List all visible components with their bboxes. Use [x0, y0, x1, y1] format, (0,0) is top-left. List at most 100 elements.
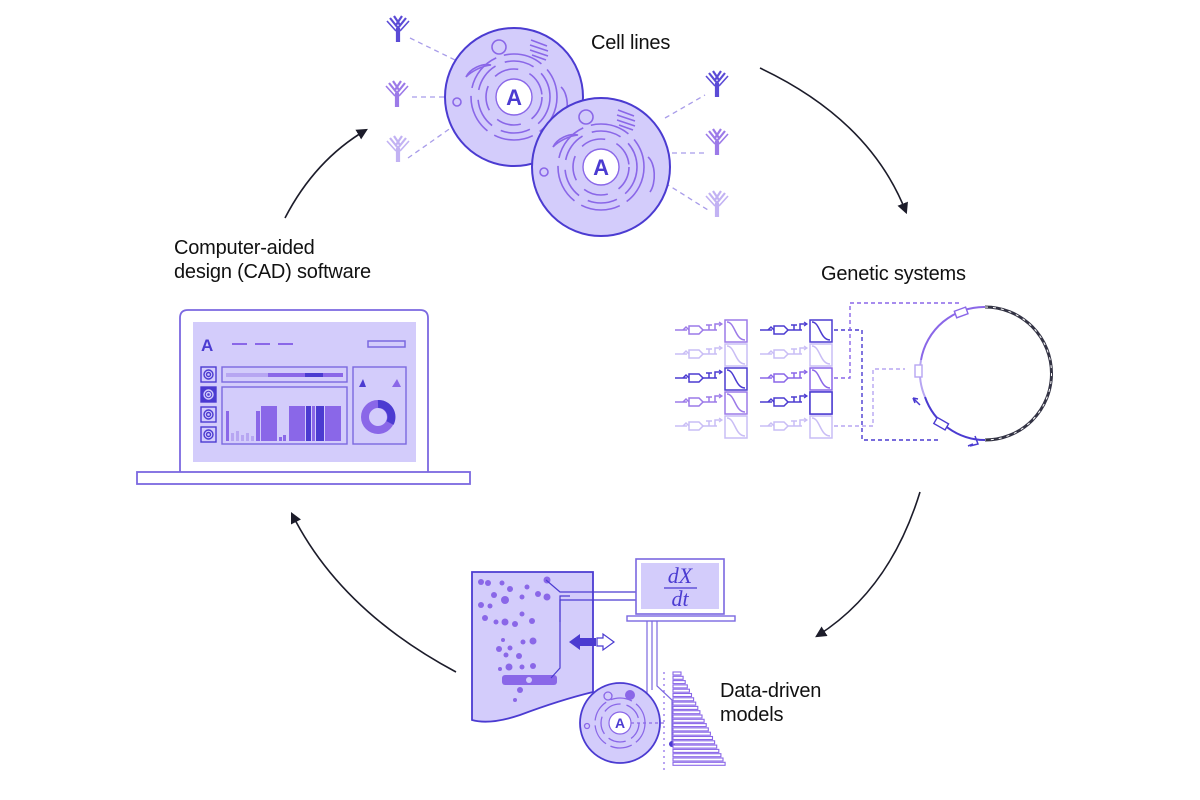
data-driven-models-label: Data-driven models — [720, 679, 821, 727]
chart-bar — [231, 433, 234, 441]
chart-bar — [251, 436, 254, 441]
cell-particle — [496, 646, 502, 652]
cell-particle — [478, 579, 484, 585]
cell-particle — [507, 586, 513, 592]
logo-icon: A — [593, 155, 609, 180]
data-row — [672, 735, 714, 741]
data-row — [672, 731, 711, 736]
chart-bar — [306, 406, 311, 441]
genetic-circuits — [674, 302, 960, 441]
data-row — [672, 701, 697, 706]
cell-lines-label: Cell lines — [591, 32, 671, 54]
data-row — [672, 727, 709, 732]
plasmid-icon — [912, 305, 1053, 447]
cell-icon: A — [531, 97, 671, 237]
cell-particle — [482, 615, 488, 621]
derivative-numerator: dX — [668, 563, 694, 588]
data-row — [672, 697, 695, 702]
chart-bar — [283, 435, 286, 441]
data-label-line1: Data-driven — [720, 680, 822, 702]
sidebar-icons — [200, 366, 217, 443]
cell-particle — [507, 645, 513, 651]
cell-particle — [519, 594, 525, 600]
cell-particle — [530, 663, 536, 669]
cell-particle — [499, 580, 505, 586]
laptop-icon: A — [136, 309, 471, 485]
cell-particle — [485, 580, 491, 586]
chart-bar — [289, 406, 305, 441]
data-rows — [672, 671, 726, 766]
logo-icon: A — [506, 85, 522, 110]
antibody-icon — [385, 14, 411, 44]
data-row — [672, 680, 686, 685]
chart-bar — [325, 406, 341, 441]
arrow-cell-to-genetic — [759, 67, 908, 215]
data-row — [672, 684, 688, 689]
antibody-icon — [704, 127, 730, 157]
derivative-denominator: dt — [671, 586, 689, 611]
arrow-genetic-to-data — [815, 491, 921, 638]
exchange-arrow-icon — [569, 634, 596, 650]
data-row — [672, 675, 684, 680]
chart-bar — [246, 433, 249, 441]
data-row — [672, 748, 720, 753]
logo-icon: A — [615, 715, 625, 731]
chart-bar — [279, 437, 282, 441]
chart-bar — [316, 406, 324, 441]
data-row — [672, 753, 722, 758]
antibody-icon — [384, 79, 410, 109]
cell-particle — [505, 663, 513, 671]
chart-bars — [226, 406, 341, 441]
cell-particle — [513, 698, 517, 702]
cad-label-line2: design (CAD) software — [174, 261, 371, 283]
cell-particle — [543, 593, 551, 601]
cell-lines-illustration: A A — [384, 14, 730, 237]
cell-particle — [524, 584, 530, 590]
cell-particle — [529, 618, 535, 624]
antibody-icon — [704, 69, 730, 99]
cell-particle — [516, 653, 522, 659]
data-row — [672, 723, 707, 728]
cad-label-line1: Computer-aided — [174, 237, 315, 259]
bioreactor-icon — [471, 571, 640, 723]
data-row — [672, 744, 718, 749]
cell-particle — [503, 652, 509, 658]
data-row — [672, 740, 716, 745]
cell-particle — [519, 611, 525, 617]
antibody-icon — [385, 134, 411, 164]
cad-software-label: Computer-aided design (CAD) software — [174, 236, 371, 284]
chart-bar — [241, 435, 244, 441]
cell-particle — [519, 664, 525, 670]
data-row — [672, 714, 703, 719]
cell-particles — [478, 576, 551, 702]
cell-particle — [487, 603, 493, 609]
genetic-systems-label: Genetic systems — [821, 263, 966, 285]
cell-particle — [501, 638, 505, 642]
logo-icon: A — [201, 336, 213, 355]
model-computer-icon: dX dt — [626, 558, 736, 747]
data-row — [672, 710, 701, 715]
antibody-icon — [704, 189, 730, 219]
exchange-arrow-icon — [596, 632, 616, 652]
cell-icon: A — [579, 682, 665, 764]
chart-bar — [312, 406, 315, 441]
cell-particle — [493, 619, 499, 625]
cell-particle — [517, 687, 523, 693]
chart-bar — [226, 411, 229, 441]
data-row — [672, 671, 682, 676]
data-row — [672, 761, 726, 766]
cell-particle — [491, 592, 497, 598]
arrow-cad-to-cell — [284, 128, 368, 219]
chart-bar — [236, 431, 239, 441]
cell-particle — [520, 639, 526, 645]
cell-particle — [501, 596, 509, 604]
cell-particle — [535, 591, 541, 597]
chart-bar — [256, 411, 260, 441]
cell-particle — [498, 667, 502, 671]
arrow-data-to-cad — [290, 511, 457, 673]
data-row — [672, 688, 690, 693]
data-row — [672, 718, 705, 723]
cell-particle — [512, 621, 518, 627]
chart-bar — [261, 406, 277, 441]
